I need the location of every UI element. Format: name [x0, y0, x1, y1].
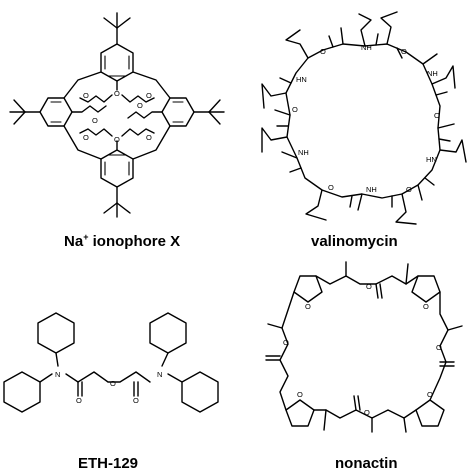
nonactin-macrocycle-chain [279, 275, 449, 419]
atom-label: O [83, 133, 89, 142]
ester-arms [71, 80, 163, 151]
atom-label: O [297, 390, 303, 399]
caption-eth-129: ETH-129 [78, 455, 138, 472]
atom-label: O [114, 89, 120, 98]
caption-superscript: + [83, 232, 88, 242]
atom-label: O [146, 91, 152, 100]
caption-na-ionophore-x: Na+ ionophore X [64, 232, 180, 250]
valinomycin-side-chains [261, 11, 467, 225]
tert-butyl-right [193, 99, 225, 125]
caption-nonactin: nonactin [335, 455, 398, 472]
cyclohexyl-ring [3, 371, 41, 413]
cyclohexyl-ring [181, 371, 219, 413]
atom-label: NH [298, 148, 309, 157]
atom-label: O [137, 101, 143, 110]
nonactin-structure: O O O O O O O O [265, 261, 463, 433]
atom-label: O [92, 116, 98, 125]
atom-label: O [366, 282, 372, 291]
atom-label: O [364, 408, 370, 417]
atom-label: O [133, 396, 139, 405]
atom-label: O [110, 379, 116, 388]
atom-label: O [292, 105, 298, 114]
atom-label: HN [296, 75, 307, 84]
valinomycin-carbonyls [276, 33, 451, 208]
tetrahydrofuran-ring [285, 399, 315, 427]
aryl-ring-top [100, 43, 134, 82]
atom-label: N [157, 370, 162, 379]
caption-valinomycin: valinomycin [311, 233, 398, 250]
methylene-bridges [63, 71, 171, 160]
calixarene-structure: O O O O O O O O [9, 12, 225, 218]
atom-label: O [401, 47, 407, 56]
eth-129-backbone [39, 352, 183, 397]
atom-label: O [83, 91, 89, 100]
tert-butyl-bottom [103, 186, 131, 218]
nonactin-substituents [265, 261, 463, 433]
atom-label: O [328, 183, 334, 192]
atom-label: NH [427, 69, 438, 78]
tert-butyl-top [103, 12, 131, 45]
valinomycin-structure: O NH O NH O HN O NH O NH O HN [261, 11, 467, 225]
atom-label: O [114, 135, 120, 144]
caption-rest: ionophore X [88, 233, 180, 250]
atom-label: HN [426, 155, 437, 164]
atom-label: O [320, 47, 326, 56]
tert-butyl-left [9, 99, 41, 125]
cyclohexyl-ring [37, 312, 75, 354]
atom-label: O [305, 302, 311, 311]
aryl-ring-left [39, 97, 73, 127]
atom-label: NH [366, 185, 377, 194]
aryl-ring-bottom [100, 149, 134, 188]
caption-na: Na [64, 233, 84, 250]
atom-label: O [423, 302, 429, 311]
atom-label: O [406, 185, 412, 194]
atom-label: O [283, 338, 289, 347]
aryl-ring-right [161, 97, 195, 127]
tetrahydrofuran-ring [293, 275, 323, 303]
atom-label: O [146, 133, 152, 142]
tetrahydrofuran-ring [411, 275, 441, 303]
atom-label: O [427, 390, 433, 399]
eth-129-structure: N O O O N [3, 312, 219, 413]
atom-label: O [434, 111, 440, 120]
atom-label: O [436, 343, 442, 352]
atom-label: O [76, 396, 82, 405]
cyclohexyl-ring [149, 312, 187, 354]
tetrahydrofuran-ring [415, 399, 445, 427]
atom-label: NH [361, 43, 372, 52]
valinomycin-ring [285, 43, 441, 199]
atom-label: N [55, 370, 60, 379]
